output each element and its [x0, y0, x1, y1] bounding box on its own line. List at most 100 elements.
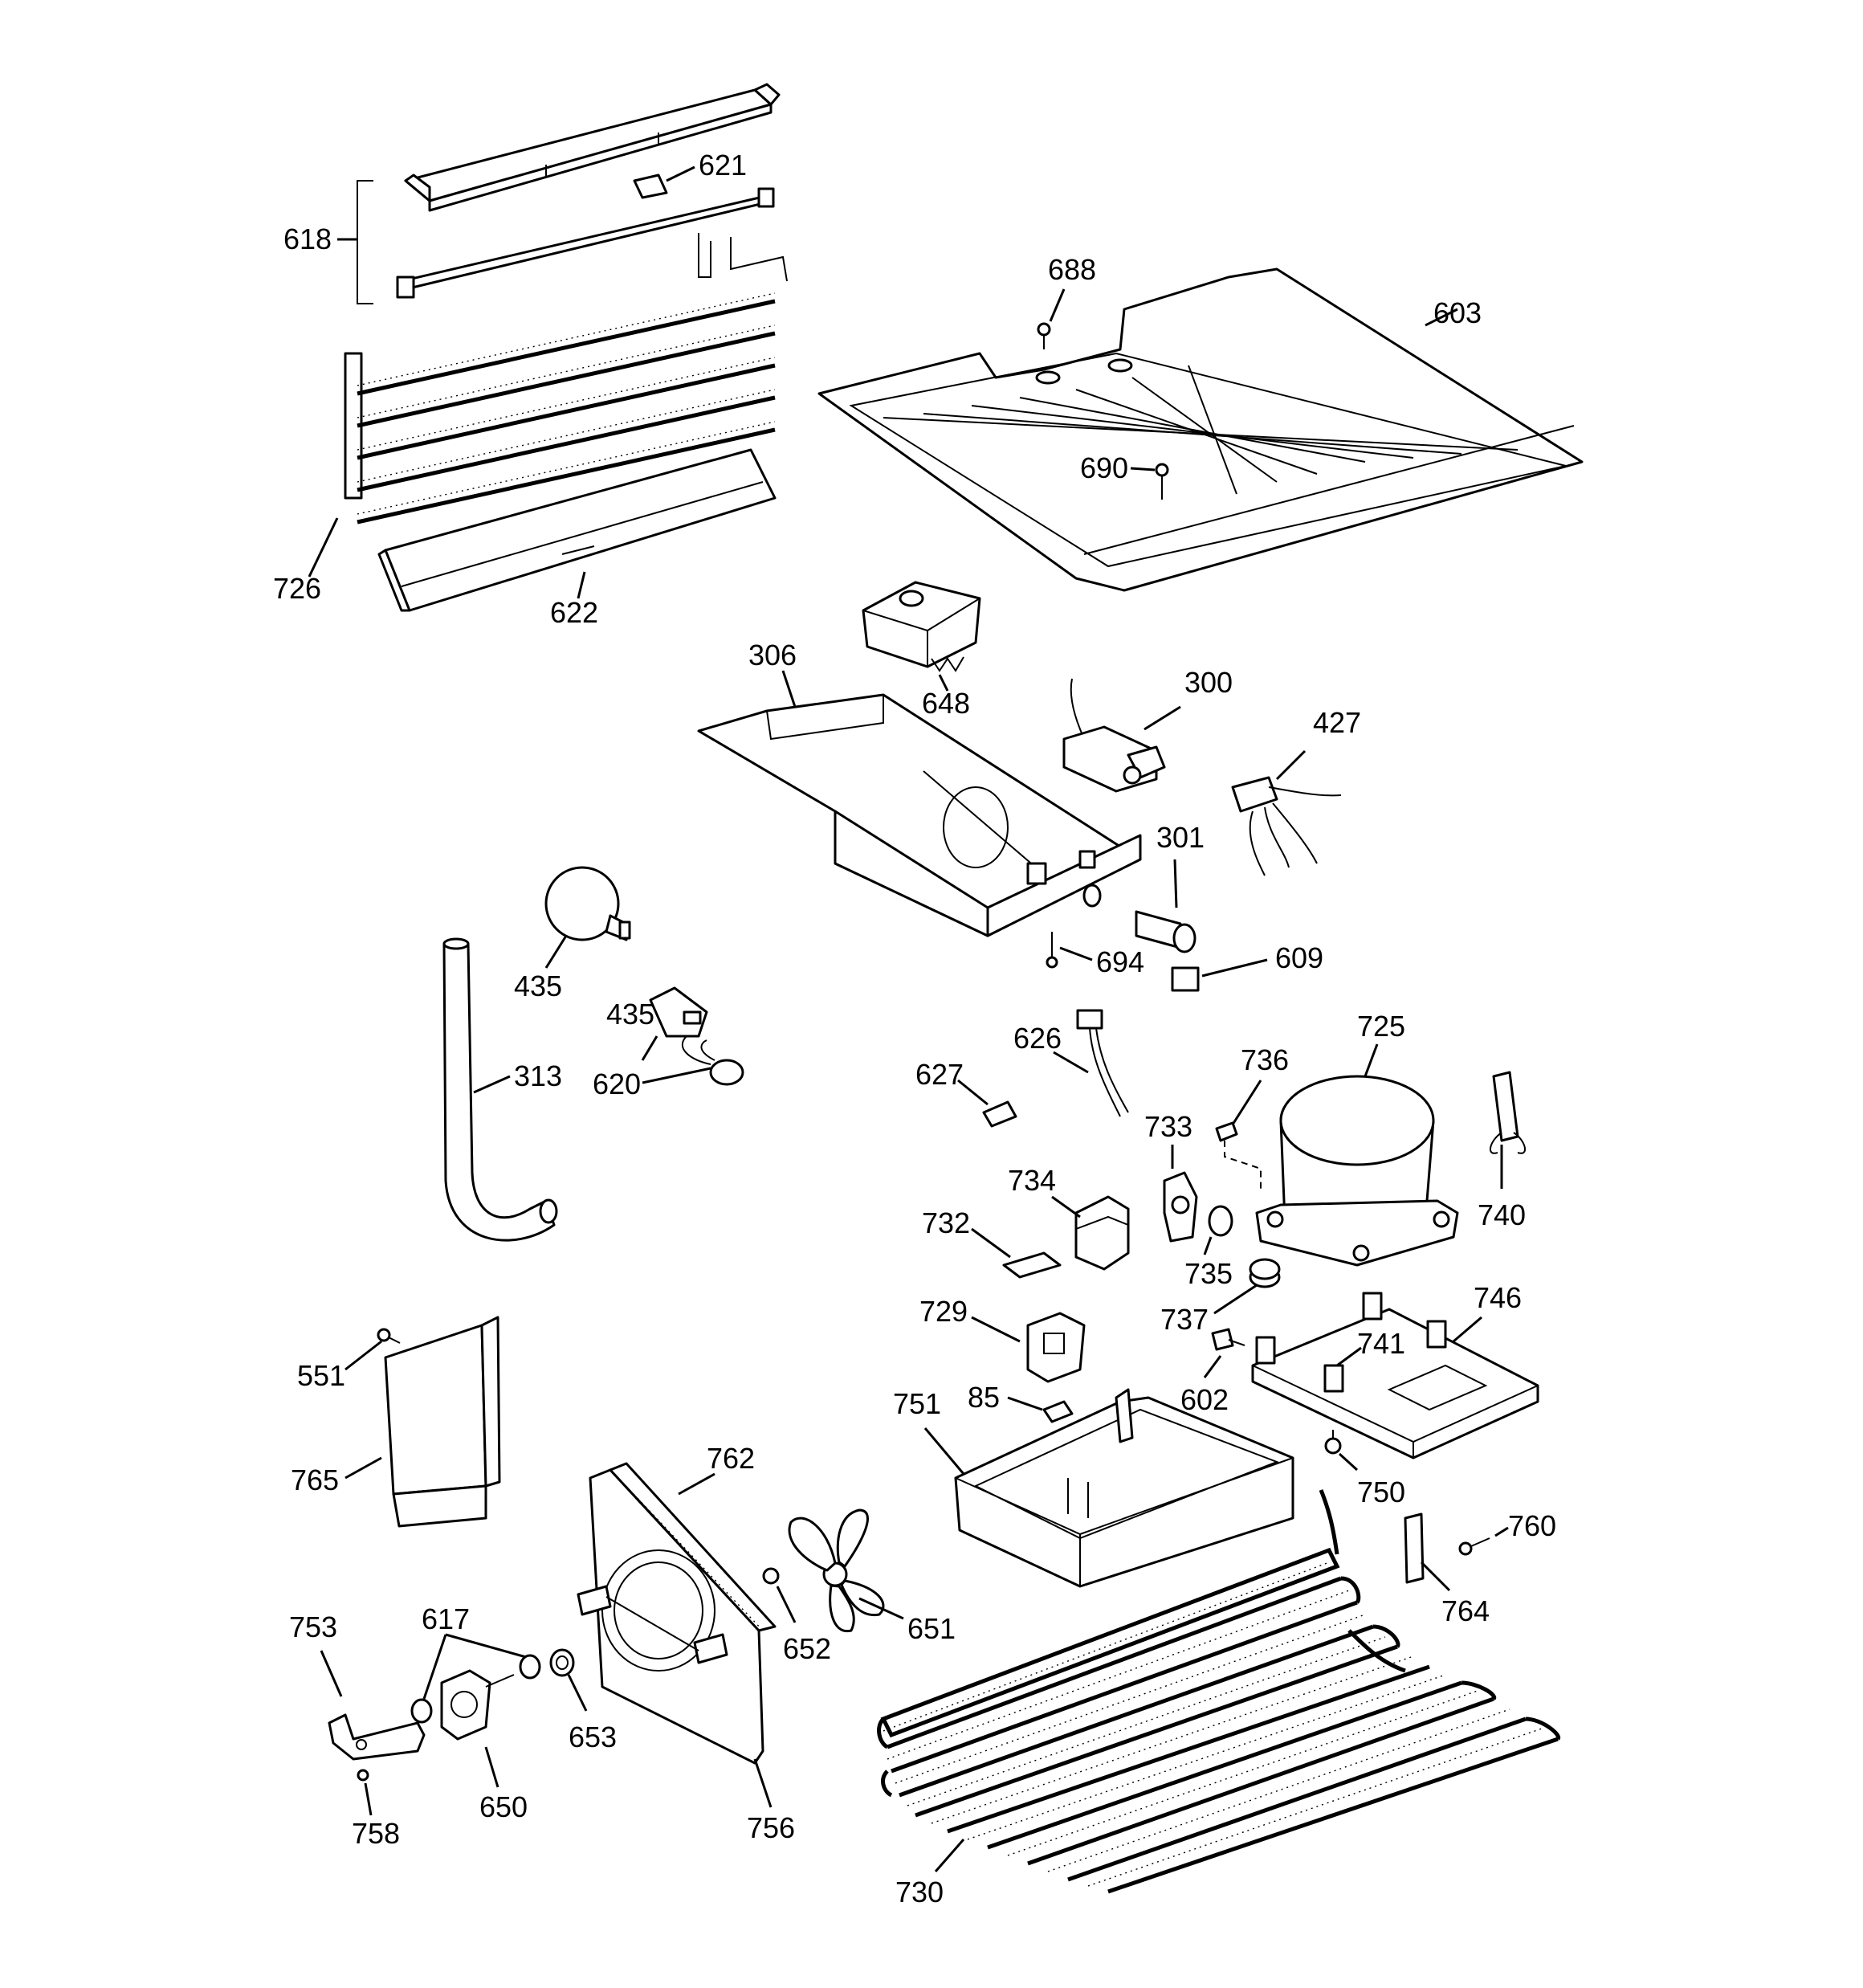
part-609-switch — [1171, 958, 1268, 992]
part-735-capacitor — [1203, 1205, 1233, 1255]
label-764: 764 — [1441, 1594, 1490, 1627]
label-618: 618 — [283, 222, 332, 255]
part-753-motor-bracket — [320, 1650, 426, 1761]
part-756-fan-bracket — [753, 1758, 773, 1808]
label-751: 751 — [893, 1387, 941, 1420]
part-301-knob — [1135, 859, 1196, 953]
label-737: 737 — [1160, 1303, 1209, 1336]
part-650-fan-motor — [440, 1669, 515, 1788]
part-740-hook — [1490, 1071, 1526, 1189]
part-751-drain-pan — [923, 1388, 1294, 1588]
label-551: 551 — [297, 1359, 345, 1392]
part-602-bolt — [1203, 1328, 1245, 1378]
part-300-thermostat — [1062, 678, 1181, 793]
part-306-control-housing — [697, 670, 1142, 937]
part-626-power-cord — [1053, 1009, 1129, 1117]
part-726-evaporator — [308, 233, 788, 578]
part-732-bracket — [971, 1227, 1062, 1279]
part-651-fan-blade — [788, 1508, 904, 1633]
part-688-screw — [1037, 288, 1066, 349]
part-648-defrost-timer — [862, 581, 981, 692]
label-753: 753 — [289, 1610, 337, 1643]
label-609: 609 — [1275, 941, 1323, 974]
part-618-trim-assembly — [337, 83, 781, 304]
part-733-overload — [1163, 1145, 1198, 1243]
label-435-socket: 435 — [606, 998, 654, 1031]
label-734: 734 — [1008, 1164, 1056, 1197]
part-750-screw — [1324, 1430, 1359, 1472]
label-765: 765 — [291, 1463, 339, 1496]
label-650: 650 — [479, 1790, 528, 1823]
label-750: 750 — [1357, 1476, 1405, 1508]
label-732: 732 — [922, 1206, 970, 1239]
label-740: 740 — [1478, 1198, 1526, 1231]
label-617: 617 — [422, 1602, 470, 1635]
part-653-grommet — [549, 1648, 588, 1712]
part-729-start-device — [971, 1312, 1086, 1383]
part-652-nut — [762, 1567, 797, 1623]
part-725-compressor — [1255, 1043, 1459, 1267]
label-651: 651 — [907, 1612, 956, 1645]
label-690: 690 — [1080, 451, 1128, 484]
part-762-fan-shroud — [577, 1462, 777, 1765]
label-736: 736 — [1241, 1043, 1289, 1076]
part-736-terminal-cover-clip — [1215, 1080, 1262, 1189]
part-690-screw — [1130, 463, 1169, 500]
label-758: 758 — [352, 1817, 400, 1850]
label-427: 427 — [1313, 706, 1361, 739]
label-603: 603 — [1433, 296, 1482, 329]
label-627: 627 — [915, 1058, 964, 1091]
label-300: 300 — [1184, 666, 1233, 699]
label-735: 735 — [1184, 1257, 1233, 1290]
label-602: 602 — [1180, 1383, 1229, 1416]
label-688: 688 — [1048, 253, 1096, 286]
part-760-screw — [1458, 1526, 1509, 1556]
part-764-bracket — [1404, 1512, 1451, 1592]
label-648: 648 — [922, 687, 970, 720]
label-756: 756 — [747, 1811, 795, 1844]
label-729: 729 — [919, 1295, 968, 1328]
part-622-drain-trough — [377, 448, 777, 612]
label-620: 620 — [593, 1067, 641, 1100]
label-85: 85 — [968, 1381, 1000, 1414]
part-741-grommet — [1336, 1346, 1362, 1367]
label-435-bulb: 435 — [514, 970, 562, 1002]
part-734-relay-cover — [1051, 1195, 1130, 1271]
part-621-clip — [633, 165, 695, 199]
label-622: 622 — [550, 596, 598, 629]
label-762: 762 — [707, 1442, 755, 1475]
part-617-grommets — [410, 1633, 541, 1724]
part-313-drain-tube — [442, 937, 558, 1242]
label-746: 746 — [1474, 1281, 1522, 1314]
label-730: 730 — [895, 1876, 944, 1908]
label-301: 301 — [1156, 821, 1205, 854]
label-694: 694 — [1096, 945, 1144, 978]
part-746-compressor-mounting-plate — [1251, 1292, 1539, 1459]
part-435-light-socket — [641, 986, 708, 1061]
label-733: 733 — [1144, 1110, 1192, 1143]
part-number-labels: 618 621 726 622 688 603 690 306 648 300 … — [273, 149, 1556, 1908]
label-621: 621 — [699, 149, 747, 182]
part-620-capacitor — [642, 1035, 744, 1086]
part-85-clip — [1007, 1396, 1074, 1423]
part-737-grommet — [1213, 1258, 1281, 1315]
label-652: 652 — [783, 1632, 831, 1665]
part-603-shelf — [817, 267, 1584, 592]
part-427-harness-connector — [1231, 749, 1342, 876]
label-626: 626 — [1013, 1022, 1062, 1055]
part-627-clip — [957, 1079, 1017, 1128]
label-313: 313 — [514, 1059, 562, 1092]
part-765-access-cover — [344, 1316, 501, 1528]
label-725: 725 — [1357, 1010, 1405, 1043]
part-551-screw — [344, 1328, 401, 1371]
part-758-screw — [357, 1769, 373, 1816]
label-741: 741 — [1357, 1327, 1405, 1360]
label-306: 306 — [748, 639, 797, 672]
part-435-light-bulb — [544, 866, 631, 969]
part-730-condenser — [877, 1489, 1561, 1894]
label-726: 726 — [273, 572, 321, 605]
label-760: 760 — [1508, 1509, 1556, 1542]
part-694-screw — [1046, 932, 1093, 969]
label-653: 653 — [569, 1721, 617, 1753]
